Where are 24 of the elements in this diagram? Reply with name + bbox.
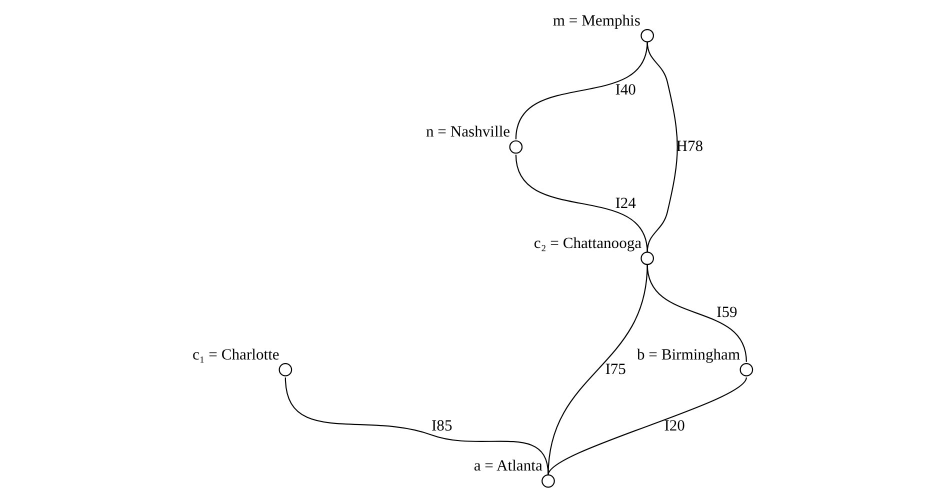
connector bbox=[646, 42, 678, 252]
node-circle bbox=[739, 363, 753, 376]
node-circle bbox=[278, 363, 292, 376]
connector bbox=[547, 377, 746, 476]
edge-label: I24 bbox=[614, 194, 636, 212]
node-label: c₂ = Chattanooga bbox=[533, 234, 642, 252]
node-circle bbox=[640, 252, 654, 266]
edge-label: I85 bbox=[430, 418, 452, 435]
connector bbox=[514, 154, 648, 252]
node-circle bbox=[508, 140, 522, 154]
connector bbox=[514, 42, 648, 140]
node-label: b = Birmingham bbox=[636, 346, 740, 364]
edge-label: I59 bbox=[716, 304, 737, 322]
edge-label: I40 bbox=[614, 81, 636, 98]
node-label: m = Memphis bbox=[552, 12, 640, 30]
node-circle bbox=[640, 28, 654, 42]
node-label: n = Nashville bbox=[426, 124, 510, 141]
node-circle bbox=[541, 474, 554, 488]
node-label: a = Atlanta bbox=[473, 458, 542, 475]
edge-label: I20 bbox=[664, 418, 684, 435]
node-label: c₁ = Charlotte bbox=[192, 346, 279, 364]
connector bbox=[547, 264, 648, 475]
edge-label: I75 bbox=[604, 360, 626, 378]
connector bbox=[646, 264, 746, 362]
